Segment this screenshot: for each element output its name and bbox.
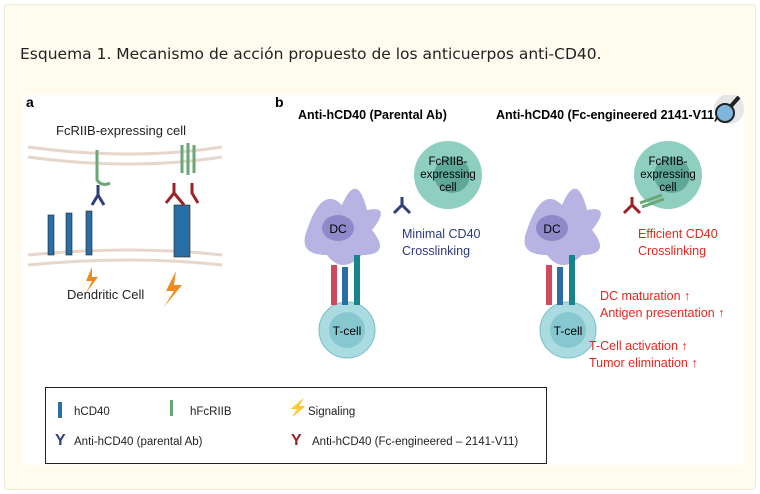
signal-bolt-icon: [86, 267, 98, 293]
zoom-magnifier-icon[interactable]: [714, 94, 744, 124]
svg-text:FcRIIB-: FcRIIB-: [649, 156, 688, 168]
svg-text:Efficient CD40: Efficient CD40: [638, 227, 718, 241]
parental-antibody-icon: Y: [55, 432, 66, 449]
dendritic-cell-label: Dendritic Cell: [67, 287, 144, 302]
engineered-scenario: FcRIIB- expressing cell DC T-cell Effici…: [524, 141, 724, 370]
svg-text:DC: DC: [329, 222, 347, 236]
panel-a-label: a: [26, 95, 34, 110]
engineered-antibodies: [164, 183, 200, 206]
svg-text:T-Cell activation ↑: T-Cell activation ↑: [589, 339, 688, 353]
legend-parental: Anti-hCD40 (parental Ab): [74, 436, 203, 448]
parental-scenario: FcRIIB- expressing cell DC T-cell Minima…: [304, 141, 482, 359]
parental-title: Anti-hCD40 (Parental Ab): [298, 108, 447, 122]
svg-text:Crosslinking: Crosslinking: [638, 244, 706, 258]
signal-bolt-icon: [164, 271, 182, 307]
membrane-bottom: [27, 248, 223, 267]
engineered-antibody-icon: Y: [291, 432, 302, 449]
engineered-title: Anti-hCD40 (Fc-engineered 2141-V11): [496, 108, 718, 122]
svg-text:Minimal CD40: Minimal CD40: [402, 227, 481, 241]
hfcriib-icon: [170, 400, 173, 416]
panel-b-label: b: [275, 95, 284, 110]
cd40-receptors: [47, 204, 191, 258]
svg-text:expressing: expressing: [420, 169, 476, 181]
svg-text:Crosslinking: Crosslinking: [402, 244, 470, 258]
svg-text:FcRIIB-: FcRIIB-: [429, 156, 468, 168]
parental-antibody: [90, 185, 106, 206]
svg-text:expressing: expressing: [640, 169, 696, 181]
fc-cell-label: FcRIIB-expressing cell: [56, 123, 186, 138]
svg-text:DC maturation ↑: DC maturation ↑: [600, 289, 690, 303]
legend-hfcriib: hFcRIIB: [190, 406, 232, 418]
svg-text:cell: cell: [659, 182, 676, 194]
fcr-receptors: [95, 143, 196, 186]
svg-text:cell: cell: [439, 182, 456, 194]
membrane-top: [27, 145, 223, 166]
legend-engineered: Anti-hCD40 (Fc-engineered – 2141-V11): [312, 436, 519, 448]
svg-text:Tumor elimination ↑: Tumor elimination ↑: [589, 356, 698, 370]
svg-text:Antigen presentation ↑: Antigen presentation ↑: [600, 306, 724, 320]
svg-text:T-cell: T-cell: [333, 324, 362, 338]
hcd40-icon: [58, 402, 62, 418]
legend-hcd40: hCD40: [74, 406, 110, 418]
figure-caption: Esquema 1. Mecanismo de acción propuesto…: [20, 45, 602, 63]
legend: hCD40 hFcRIIB ⚡ Signaling Y Anti-hCD40 (…: [45, 387, 547, 464]
svg-text:DC: DC: [543, 222, 561, 236]
svg-text:T-cell: T-cell: [554, 324, 583, 338]
signaling-bolt-icon: ⚡: [288, 400, 308, 417]
legend-signaling: Signaling: [308, 406, 356, 418]
